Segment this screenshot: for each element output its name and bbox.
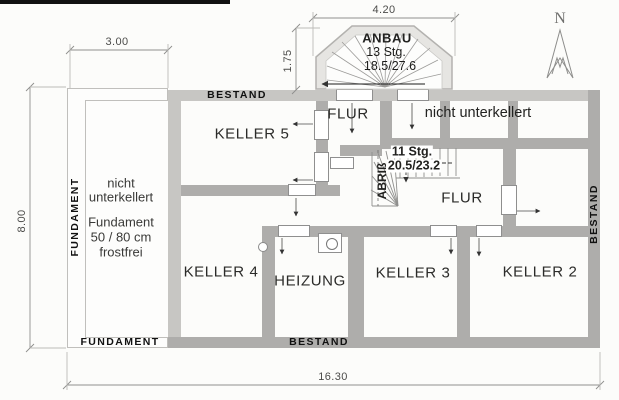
wall-band-divider-1 — [440, 101, 450, 138]
wall-flur-keller2-a — [503, 149, 516, 185]
foundation-note-line1: Fundament — [88, 214, 154, 230]
abriss-label: ABRIß — [375, 162, 389, 200]
wall-right — [588, 90, 600, 348]
wall-mid-c — [457, 226, 476, 237]
door-flur-keller2 — [501, 185, 517, 215]
wall-band-divider-2 — [508, 101, 518, 138]
wall-keller5-bottom-a — [181, 185, 288, 196]
door-keller2 — [476, 225, 502, 237]
north-label: N — [554, 10, 566, 27]
wall-label-fundament-left: FUNDAMENT — [69, 177, 81, 257]
door-band-exterior — [397, 89, 429, 101]
wall-keller5-bottom-b — [316, 185, 340, 196]
dim-building-width: 16.30 — [318, 371, 348, 383]
room-label-flur-upper: FLUR — [327, 105, 369, 123]
wall-keller4-right — [262, 226, 275, 337]
foundation-zone-inner-line — [85, 100, 168, 338]
foundation-note-line2: 50 / 80 cm — [90, 229, 152, 245]
door-keller5-lower — [314, 152, 329, 182]
room-label-keller3: KELLER 3 — [375, 264, 451, 282]
wall-top-a — [168, 90, 337, 101]
zone-label-nicht-unterkellert-top: nicht unterkellert — [424, 105, 532, 121]
door-keller3 — [430, 225, 457, 237]
room-label-keller5: KELLER 5 — [214, 125, 290, 143]
foundation-note-line3: frostfrei — [99, 244, 143, 260]
north-arrow-icon — [546, 28, 574, 79]
room-label-keller2: KELLER 2 — [502, 263, 578, 281]
room-label-heizung: HEIZUNG — [274, 272, 346, 290]
door-keller5-upper — [314, 110, 329, 140]
scan-artifact-bar — [0, 0, 230, 4]
chimney-flue-icon — [326, 238, 338, 250]
door-flur-upper-exterior — [336, 89, 373, 101]
room-label-flur-lower: FLUR — [441, 189, 483, 207]
wall-flur-keller2-b — [503, 215, 516, 226]
room-label-keller4: KELLER 4 — [183, 263, 259, 281]
wall-mid-b — [310, 226, 430, 237]
wall-keller5-right-b — [316, 140, 328, 152]
wall-band-bottom — [380, 138, 600, 149]
wall-label-fundament-bottom: FUNDAMENT — [80, 336, 160, 348]
wall-mid-d — [502, 226, 600, 237]
wall-label-bestand-top: BESTAND — [207, 89, 267, 101]
dim-building-depth: 8.00 — [16, 209, 28, 233]
wall-label-bestand-bottom: BESTAND — [289, 336, 349, 348]
dim-anbau-width: 4.20 — [372, 4, 396, 16]
drain-icon — [258, 242, 268, 252]
door-keller5-bottom — [288, 184, 316, 196]
wall-flur-upper-right — [380, 101, 392, 149]
wall-heizung-right — [348, 237, 364, 337]
zone-left-line1: nicht — [107, 175, 135, 191]
dim-anbau-depth: 1.75 — [282, 49, 294, 73]
niche-flur — [330, 157, 354, 169]
wall-stair-top — [340, 145, 382, 156]
inner-stair-count: 11 Stg. — [390, 144, 434, 159]
wall-label-bestand-right: BESTAND — [588, 184, 600, 244]
dim-left-bay-width: 3.00 — [105, 36, 129, 48]
wall-keller5-right-a — [316, 101, 328, 110]
door-heizung — [278, 225, 310, 237]
anbau-label: ANBAU — [362, 30, 412, 46]
anbau-stair-count: 13 Stg. — [366, 45, 406, 59]
zone-left-line2: unterkellert — [88, 189, 154, 205]
inner-stair-ratio: 20.5/23.2 — [386, 158, 442, 173]
wall-left — [168, 90, 181, 348]
wall-keller3-right — [457, 237, 470, 337]
wall-bottom — [168, 337, 600, 348]
wall-top-c — [428, 90, 600, 101]
wall-top-b — [372, 90, 398, 101]
anbau-stair-ratio: 18.5/27.6 — [363, 59, 417, 73]
